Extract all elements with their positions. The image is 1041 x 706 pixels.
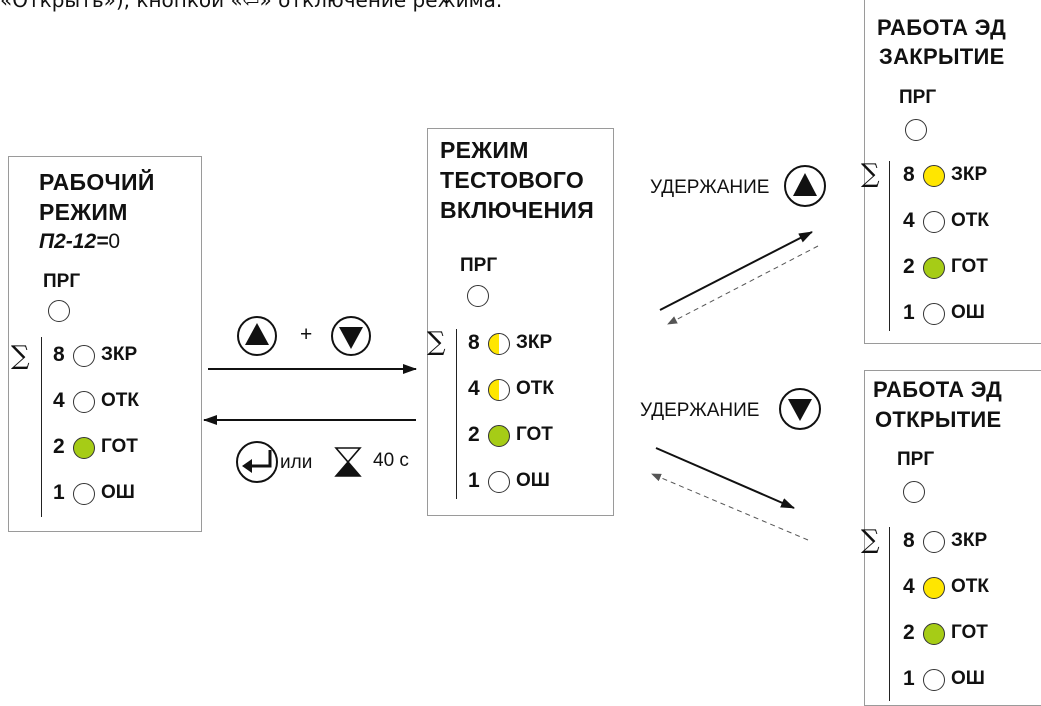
prg-label: ПРГ bbox=[899, 87, 937, 108]
indicator-label: ГОТ bbox=[516, 424, 553, 445]
panel-motor-opening: РАБОТА ЭД ОТКРЫТИЕ ПРГ ∑ 8 ЗКР 4 ОТК 2 ГОТ 1 ОШ bbox=[861, 370, 1041, 706]
indicator-label: ОШ bbox=[516, 470, 550, 491]
indicator-label: ЗКР bbox=[951, 164, 988, 185]
hold-down-button-icon bbox=[779, 388, 821, 430]
panel-title-line1: РЕЖИМ bbox=[440, 137, 529, 163]
prg-label: ПРГ bbox=[43, 271, 81, 292]
panel-title-line2: ЗАКРЫТИЕ bbox=[879, 44, 1005, 69]
indicator-number: 2 bbox=[903, 621, 915, 644]
param-line: П2-12=0 bbox=[39, 230, 120, 254]
enter-button-icon bbox=[236, 441, 278, 483]
hourglass-icon bbox=[334, 447, 362, 477]
panel-title-line1: РАБОТА ЭД bbox=[873, 377, 1003, 402]
indicator-bar bbox=[889, 527, 890, 701]
prg-led bbox=[903, 481, 925, 503]
indicator-number: 1 bbox=[903, 301, 915, 324]
indicator-led-green bbox=[73, 437, 95, 459]
indicator-number: 2 bbox=[903, 255, 915, 278]
indicator-number: 4 bbox=[903, 209, 915, 232]
indicator-number: 8 bbox=[903, 163, 915, 186]
indicator-number: 1 bbox=[903, 667, 915, 690]
prg-led bbox=[467, 285, 489, 307]
indicator-led-half-yellow bbox=[488, 379, 510, 401]
indicator-label: ГОТ bbox=[101, 436, 138, 457]
sigma-symbol: ∑ bbox=[427, 327, 446, 357]
indicator-label: ЗКР bbox=[951, 530, 988, 551]
indicator-label: ОТК bbox=[951, 576, 989, 597]
indicator-label: ОТК bbox=[101, 390, 139, 411]
param-value: 0 bbox=[108, 230, 121, 253]
param-name: П2-12= bbox=[39, 230, 109, 253]
hold-up-button-icon bbox=[784, 165, 826, 207]
indicator-bar bbox=[41, 337, 42, 517]
indicator-number: 1 bbox=[468, 469, 480, 492]
hold-up-label: УДЕРЖАНИЕ bbox=[650, 177, 770, 198]
indicator-label: ОШ bbox=[951, 668, 985, 689]
arrow-opening-return bbox=[651, 473, 809, 541]
prg-led bbox=[48, 300, 70, 322]
indicator-label: ЗКР bbox=[516, 332, 553, 353]
indicator-label: ЗКР bbox=[101, 344, 138, 365]
indicator-led-green bbox=[923, 257, 945, 279]
panel-title-line2: РЕЖИМ bbox=[39, 199, 128, 225]
indicator-led-green bbox=[923, 623, 945, 645]
indicator-led-off bbox=[73, 483, 95, 505]
panel-title-line1: РАБОЧИЙ bbox=[39, 169, 155, 195]
panel-title-line2: ТЕСТОВОГО bbox=[440, 167, 585, 193]
indicator-led-yellow bbox=[923, 577, 945, 599]
top-caption: «Открыть»), кнопкой «⏎» отключение режим… bbox=[0, 0, 503, 12]
prg-label: ПРГ bbox=[897, 449, 935, 470]
indicator-number: 8 bbox=[53, 343, 65, 366]
indicator-number: 4 bbox=[53, 389, 65, 412]
plus-sign: + bbox=[300, 323, 313, 346]
panel-test-mode: РЕЖИМ ТЕСТОВОГО ВКЛЮЧЕНИЯ ПРГ ∑ 8 ЗКР 4 ОТК… bbox=[427, 128, 614, 516]
indicator-number: 2 bbox=[53, 435, 65, 458]
indicator-label: ГОТ bbox=[951, 256, 988, 277]
indicator-led-off bbox=[73, 391, 95, 413]
indicator-number: 4 bbox=[903, 575, 915, 598]
indicator-number: 4 bbox=[468, 377, 480, 400]
arrow-to-opening bbox=[655, 447, 795, 509]
indicator-led-half-yellow bbox=[488, 333, 510, 355]
sigma-symbol: ∑ bbox=[861, 525, 880, 555]
down-arrow-button-icon bbox=[331, 316, 371, 356]
timeout-label: 40 с bbox=[373, 450, 409, 471]
indicator-number: 8 bbox=[468, 331, 480, 354]
or-label: или bbox=[280, 452, 313, 473]
sigma-symbol: ∑ bbox=[861, 159, 880, 189]
panel-working-mode: РАБОЧИЙ РЕЖИМ П2-12=0 ПРГ ∑ 8 ЗКР 4 ОТК 2 ГОТ… bbox=[8, 156, 202, 532]
panel-title-line3: ВКЛЮЧЕНИЯ bbox=[440, 197, 595, 223]
indicator-led-off bbox=[923, 211, 945, 233]
indicator-label: ОТК bbox=[516, 378, 554, 399]
indicator-label: ОШ bbox=[101, 482, 135, 503]
prg-label: ПРГ bbox=[460, 255, 498, 276]
indicator-led-off bbox=[923, 303, 945, 325]
indicator-label: ГОТ bbox=[951, 622, 988, 643]
sigma-symbol: ∑ bbox=[11, 341, 30, 371]
panel-motor-closing: РАБОТА ЭД ЗАКРЫТИЕ ПРГ ∑ 8 ЗКР 4 ОТК 2 ГОТ 1 ОШ bbox=[861, 0, 1041, 344]
prg-led bbox=[905, 119, 927, 141]
indicator-led-off bbox=[488, 471, 510, 493]
panel-title-line1: РАБОТА ЭД bbox=[877, 15, 1007, 40]
indicator-label: ОТК bbox=[951, 210, 989, 231]
up-arrow-button-icon bbox=[237, 316, 277, 356]
panel-title-line2: ОТКРЫТИЕ bbox=[875, 407, 1002, 432]
indicator-bar bbox=[889, 161, 890, 331]
indicator-led-off bbox=[923, 669, 945, 691]
indicator-led-off bbox=[73, 345, 95, 367]
indicator-number: 2 bbox=[468, 423, 480, 446]
indicator-label: ОШ bbox=[951, 302, 985, 323]
indicator-led-green bbox=[488, 425, 510, 447]
arrow-closing-return bbox=[667, 245, 819, 325]
indicator-led-yellow bbox=[923, 165, 945, 187]
indicator-number: 8 bbox=[903, 529, 915, 552]
indicator-led-off bbox=[923, 531, 945, 553]
indicator-number: 1 bbox=[53, 481, 65, 504]
indicator-bar bbox=[456, 329, 457, 499]
arrow-to-closing bbox=[659, 231, 813, 311]
hold-down-label: УДЕРЖАНИЕ bbox=[640, 400, 760, 421]
